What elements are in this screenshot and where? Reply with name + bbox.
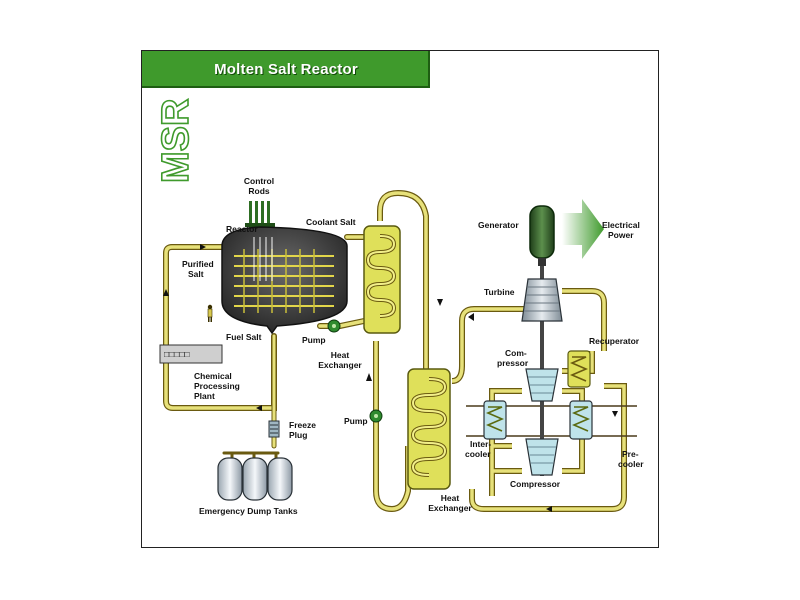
freeze-plug-icon <box>268 420 280 438</box>
precooler-label: Pre- cooler <box>618 449 644 469</box>
precooler-label-line1: Pre- <box>622 449 639 459</box>
chemical-plant-label: Chemical Processing Plant <box>194 371 240 401</box>
chemical-plant-display: □□□□□ <box>164 349 190 359</box>
intercooler-label-line2: cooler <box>465 449 491 459</box>
electrical-power-label: Electrical Power <box>602 220 640 240</box>
compressor-upper-icon <box>525 368 559 402</box>
primary-pump-icon <box>327 319 341 333</box>
msr-diagram: MSR <box>154 98 644 516</box>
generator-label: Generator <box>478 220 519 230</box>
diagram-title: Molten Salt Reactor <box>214 61 358 78</box>
flow-arrows <box>163 244 618 512</box>
precooler-icon <box>569 400 593 440</box>
title-bar: Molten Salt Reactor <box>142 51 430 88</box>
recuperator-label: Recuperator <box>589 336 640 346</box>
primary-heat-exchanger-label: Heat Exchanger <box>318 350 362 370</box>
fuel-salt-label: Fuel Salt <box>226 332 262 342</box>
chemical-plant-label-line2: Processing <box>194 381 240 391</box>
purified-salt-label-line1: Purified <box>182 259 214 269</box>
intercooler-icon <box>483 400 507 440</box>
reactor-vessel <box>221 226 348 335</box>
electrical-power-label-line2: Power <box>608 230 634 240</box>
turbine-label: Turbine <box>484 287 515 297</box>
person-icon <box>207 304 213 322</box>
control-rods-label-line2: Rods <box>248 186 270 196</box>
emergency-dump-tanks <box>217 457 293 501</box>
diagram-frame: Molten Salt Reactor <box>141 50 659 548</box>
primary-pump-label: Pump <box>302 335 326 345</box>
electrical-power-arrow <box>562 199 604 259</box>
compressor-lower-label: Compressor <box>510 479 561 489</box>
generator-icon <box>529 205 555 266</box>
intercooler-label-line1: Inter- <box>470 439 491 449</box>
secondary-heat-exchanger-label: Heat Exchanger <box>428 493 472 513</box>
primary-loop-pipes <box>163 234 367 463</box>
secondary-pump-icon <box>369 409 383 423</box>
side-label: MSR <box>155 99 197 183</box>
primary-hx-label-line2: Exchanger <box>318 360 362 370</box>
secondary-hx-label-line2: Exchanger <box>428 503 472 513</box>
electrical-power-label-line1: Electrical <box>602 220 640 230</box>
turbine-icon <box>521 278 563 322</box>
secondary-heat-exchanger <box>407 368 451 490</box>
coolant-salt-label: Coolant Salt <box>306 217 356 227</box>
chemical-plant-label-line3: Plant <box>194 391 215 401</box>
emergency-tanks-label: Emergency Dump Tanks <box>199 506 298 516</box>
recuperator-icon <box>567 350 591 388</box>
freeze-plug-label: Freeze Plug <box>289 420 316 440</box>
purified-salt-label-line2: Salt <box>188 269 204 279</box>
secondary-hx-label-line1: Heat <box>441 493 460 503</box>
precooler-label-line2: cooler <box>618 459 644 469</box>
chemical-plant-unit: □□□□□ <box>159 344 223 364</box>
control-rods-label-line1: Control <box>244 176 274 186</box>
control-rods <box>245 201 275 231</box>
compressor-upper-label-line2: pressor <box>497 358 529 368</box>
intercooler-label: Inter- cooler <box>465 439 491 459</box>
compressor-lower-icon <box>525 438 559 476</box>
secondary-pump-label: Pump <box>344 416 368 426</box>
reactor-label: Reactor <box>226 224 258 234</box>
purified-salt-label: Purified Salt <box>182 259 214 279</box>
chemical-plant-label-line1: Chemical <box>194 371 232 381</box>
control-rods-label: Control Rods <box>244 176 274 196</box>
primary-hx-label-line1: Heat <box>331 350 350 360</box>
compressor-upper-label-line1: Com- <box>505 348 527 358</box>
compressor-upper-label: Com- pressor <box>497 348 529 368</box>
freeze-plug-label-line2: Plug <box>289 430 307 440</box>
primary-heat-exchanger <box>363 225 401 334</box>
freeze-plug-label-line1: Freeze <box>289 420 316 430</box>
